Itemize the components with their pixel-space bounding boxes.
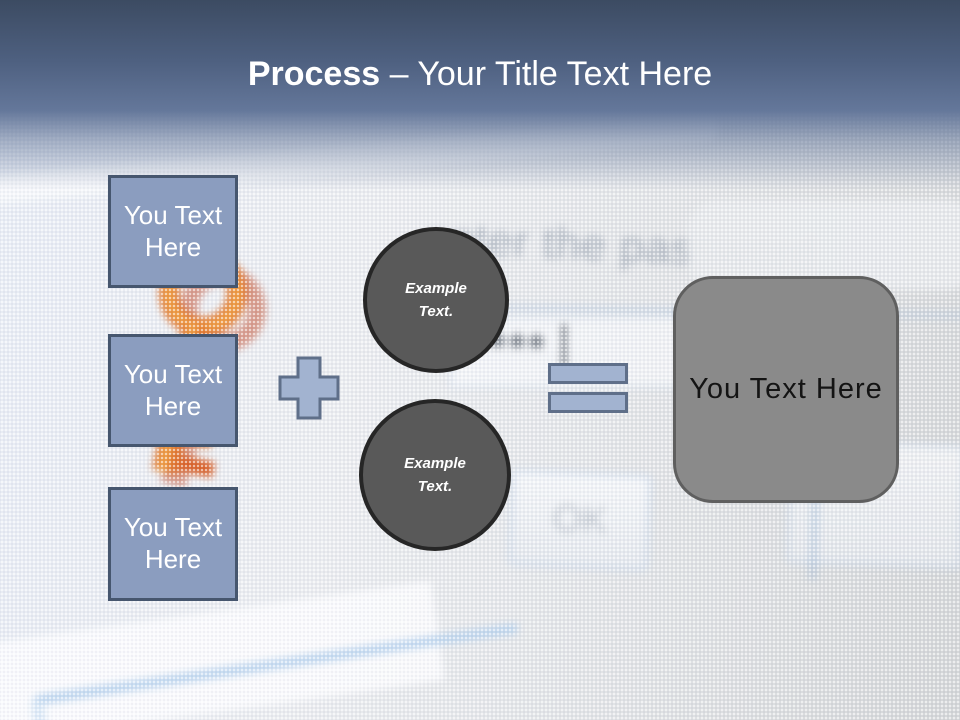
input-box-3[interactable]: You Text Here [108,487,238,601]
page-title[interactable]: Process – Your Title Text Here [0,54,960,94]
input-box-2[interactable]: You Text Here [108,334,238,447]
input-box-3-label: You Text Here [123,512,223,574]
plus-icon[interactable] [278,356,340,420]
example-circle-1[interactable]: Example Text. [363,227,509,373]
ok-button: OK [507,468,653,572]
input-box-1[interactable]: You Text Here [108,175,238,288]
result-box-label: You Text Here [689,373,883,405]
example-circle-2[interactable]: Example Text. [359,399,511,551]
ok-button-label: OK [551,497,609,542]
input-box-1-label: You Text Here [123,199,223,262]
result-box[interactable]: You Text Here [673,276,899,503]
equals-bar-bottom [548,392,628,413]
title-bold-part: Process [247,55,381,93]
equals-icon[interactable] [548,363,628,413]
title-separator: – [380,55,418,93]
input-box-2-label: You Text Here [123,358,223,421]
example-circle-2-label: Example Text. [404,454,466,495]
title-rest-part: Your Title Text Here [417,55,713,93]
equals-bar-top [548,363,628,384]
example-circle-1-label: Example Text. [405,279,467,320]
